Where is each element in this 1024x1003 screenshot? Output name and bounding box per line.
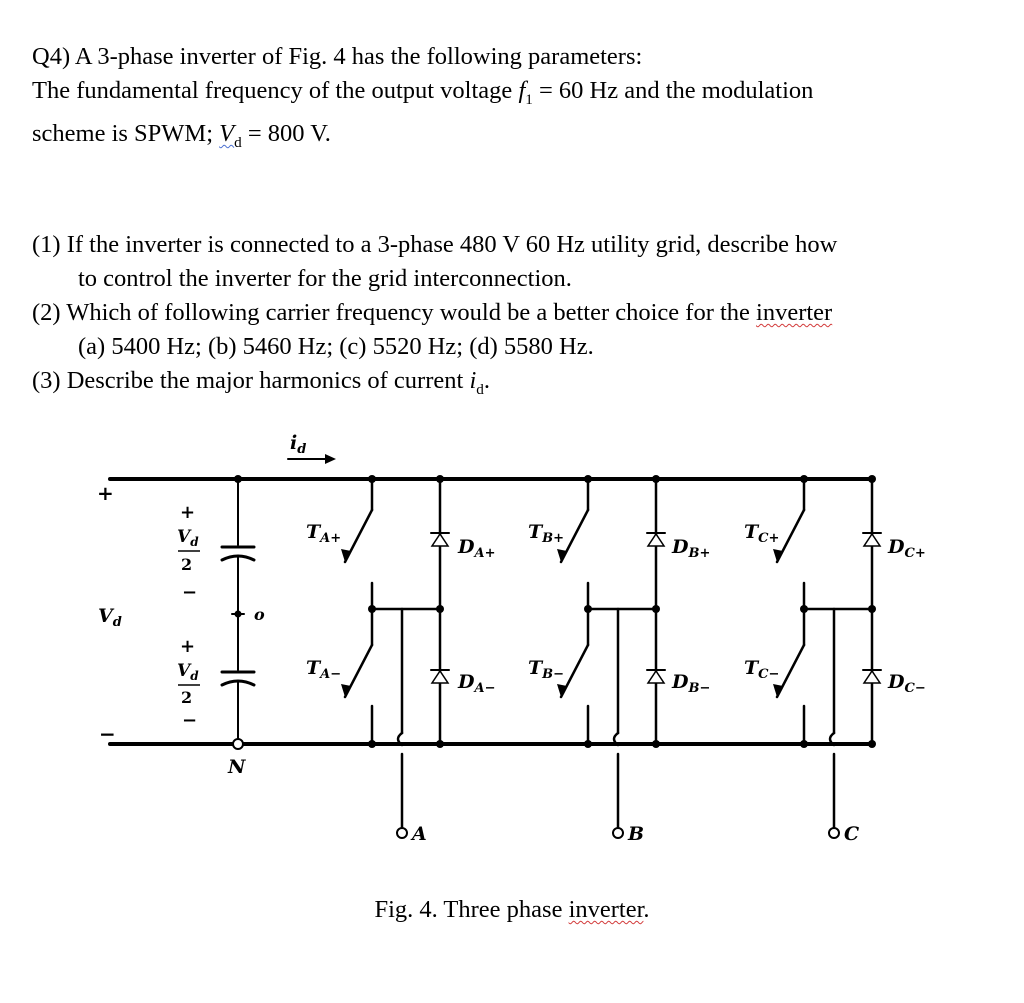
diode-da-plus-label: DA+ xyxy=(457,536,495,561)
midpoint-node xyxy=(234,610,242,618)
node-N xyxy=(232,738,244,750)
diode-dc-plus-label: DC+ xyxy=(887,536,926,561)
output-b-label: B xyxy=(627,823,644,845)
question-header: Q4) A 3-phase inverter of Fig. 4 has the… xyxy=(32,43,643,70)
part-1-line-2: to control the inverter for the grid int… xyxy=(78,264,572,292)
diode-db-minus-label: DB− xyxy=(671,671,710,696)
diode-dc-minus-label: DC− xyxy=(887,671,926,696)
inverter-circuit-diagram: + Vd − + Vd 2 − + Vd 2 − o N id TA+ TA− … xyxy=(97,432,926,845)
output-c-label: C xyxy=(844,823,859,845)
output-a-label: A xyxy=(410,823,427,845)
vd-source-label: Vd xyxy=(98,605,122,630)
svg-text:2: 2 xyxy=(181,555,192,574)
question-line-3: scheme is SPWM; Vd = 800 V. xyxy=(32,119,331,151)
dc-current-label: id xyxy=(290,432,306,457)
switch-ta-minus-label: TA− xyxy=(306,657,341,682)
question-text: Q4) A 3-phase inverter of Fig. 4 has the… xyxy=(32,40,992,407)
part-2-line-1: (2) Which of following carrier frequency… xyxy=(32,298,833,326)
vd-symbol: Vd xyxy=(219,119,242,151)
part-2-line-2: (a) 5400 Hz; (b) 5460 Hz; (c) 5520 Hz; (… xyxy=(78,332,594,360)
neutral-label: N xyxy=(227,756,246,778)
switch-tb-minus-label: TB− xyxy=(528,657,564,682)
switch-tb-plus-label: TB+ xyxy=(528,521,564,546)
switch-tc-plus-label: TC+ xyxy=(744,521,779,546)
midpoint-label: o xyxy=(254,605,265,624)
figure-caption: Fig. 4. Three phase inverter. xyxy=(374,896,650,923)
svg-text:−: − xyxy=(182,582,197,603)
vd-minus-label: − xyxy=(99,722,116,746)
phase-leg-b xyxy=(555,473,667,840)
part-3-line: (3) Describe the major harmonics of curr… xyxy=(32,366,490,398)
vd-plus-label: + xyxy=(97,481,114,505)
phase-leg-c xyxy=(771,473,883,840)
phase-leg-a xyxy=(341,475,450,839)
diode-db-plus-label: DB+ xyxy=(671,536,710,561)
half-vd-bottom-label: Vd xyxy=(177,661,199,683)
half-vd-top-label: Vd xyxy=(177,527,199,549)
svg-text:+: + xyxy=(180,502,195,523)
svg-text:+: + xyxy=(180,636,195,657)
svg-text:2: 2 xyxy=(181,688,192,707)
svg-text:−: − xyxy=(182,710,197,731)
question-line-2: The fundamental frequency of the output … xyxy=(32,77,814,108)
capacitor-leg xyxy=(220,478,256,741)
part-1-line-1: (1) If the inverter is connected to a 3-… xyxy=(32,230,838,258)
switch-ta-plus-label: TA+ xyxy=(306,521,341,546)
diode-da-minus-label: DA− xyxy=(457,671,495,696)
current-arrow-head xyxy=(325,454,336,464)
switch-tc-minus-label: TC− xyxy=(744,657,779,682)
